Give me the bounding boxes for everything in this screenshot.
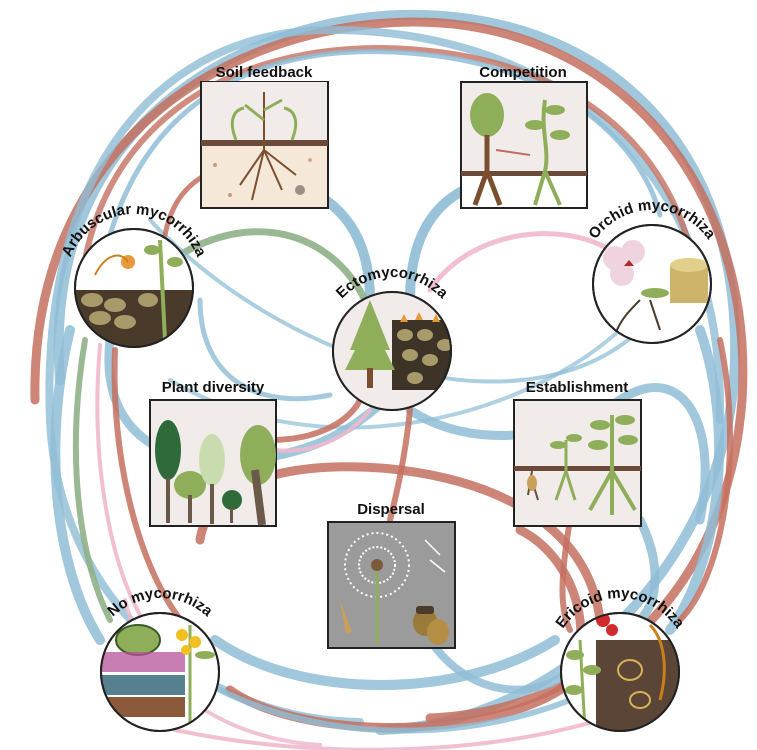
establishment-icon (513, 399, 642, 527)
link-ecto-dispersal-red (387, 407, 413, 523)
panel-plant-diversity: Plant diversity (149, 379, 277, 527)
plant-diversity-icon (149, 399, 277, 527)
link-soilfeedback-arb-red (162, 172, 208, 238)
link-establishment-ericoid-blue (635, 515, 660, 625)
node-arbuscular-mycorrhiza: Arbuscular mycorrhiza (59, 201, 210, 348)
soil-feedback-icon (200, 81, 329, 209)
link-right-red-vert (677, 337, 734, 623)
link-none-ericoid-blue (210, 635, 560, 690)
panel-label-soil-feedback: Soil feedback (216, 64, 313, 81)
panel-label-competition: Competition (479, 64, 567, 81)
no-mycorrhiza-icon (100, 612, 220, 732)
link-orch-ecto-pink (427, 231, 613, 293)
link-arb-ecto-green (171, 228, 369, 304)
ericoid-mycorrhiza-icon (560, 612, 680, 732)
dispersal-icon (327, 521, 456, 649)
node-ectomycorrhiza: Ectomycorrhiza (332, 264, 452, 411)
link-none-ericoid-blue2 (217, 687, 573, 734)
link-right-blue-vert (665, 325, 725, 635)
link-outer-red-a (30, 17, 748, 723)
orchid-mycorrhiza-icon (592, 224, 712, 344)
arbuscular-mycorrhiza-icon (74, 228, 194, 348)
link-top-blue-thin (107, 49, 663, 238)
link-bottom-pink (173, 718, 602, 750)
panel-label-plant-diversity: Plant diversity (162, 379, 265, 396)
link-outer-red-b (77, 44, 703, 303)
link-dispersal-bottom-blue (426, 636, 574, 694)
competition-icon (460, 81, 588, 209)
ectomycorrhiza-icon (332, 291, 452, 411)
link-ecto-plantdiv-blue (197, 297, 333, 402)
node-orchid-mycorrhiza: Orchid mycorrhiza (585, 197, 719, 344)
panel-establishment: Establishment (513, 379, 642, 527)
panel-dispersal: Dispersal (327, 501, 456, 649)
link-plantdiv-ecto-pink (273, 408, 372, 453)
link-left-blue-vert (50, 325, 105, 645)
panel-label-dispersal: Dispersal (357, 501, 425, 518)
link-plantdiv-ecto-red (267, 397, 363, 443)
panel-soil-feedback: Soil feedback (200, 64, 329, 209)
node-no-mycorrhiza: No mycorrhiza (100, 585, 220, 732)
panel-label-establishment: Establishment (526, 379, 629, 396)
link-arb-none-green (72, 337, 113, 623)
node-ericoid-mycorrhiza: Ericoid mycorrhiza (552, 585, 688, 732)
panel-competition: Competition (460, 64, 588, 209)
connection-links (30, 9, 748, 750)
link-arb-none-pink (95, 343, 142, 617)
link-establishment-ericoid-red (559, 517, 573, 633)
